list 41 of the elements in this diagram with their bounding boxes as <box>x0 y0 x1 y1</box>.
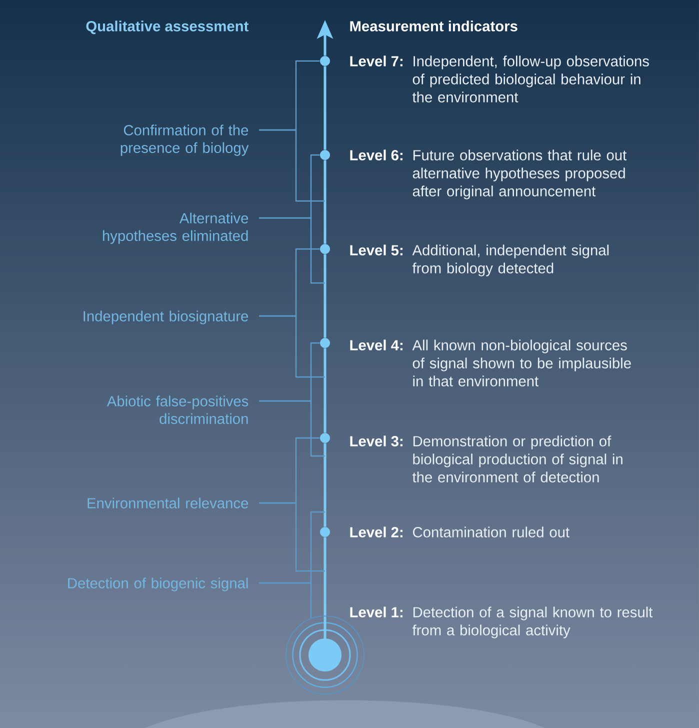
level-description: Detection of a signal known to result from a biological activity <box>412 606 653 638</box>
level-description: Contamination ruled out <box>413 526 570 538</box>
criterion-label: Abiotic false-positives discrimination <box>106 396 248 424</box>
level-description: Additional, independent signal from biology detected <box>412 244 609 276</box>
marker-dot <box>320 56 330 66</box>
axis-line <box>324 348 326 433</box>
level-label: Level 5: <box>350 244 402 256</box>
bracket-line <box>259 502 325 572</box>
level-label: Level 6: <box>350 150 402 160</box>
marker-dot <box>320 150 330 160</box>
bracket-line <box>259 217 325 284</box>
column-heading: Measurement indicators <box>350 20 518 32</box>
criterion-label: Alternative hypotheses eliminated <box>103 212 248 244</box>
marker-dot <box>320 338 330 348</box>
criterion-label: Detection of biogenic signal <box>68 578 248 592</box>
axis-line <box>324 443 326 527</box>
level-description: All known non-biological sources of signal shown to be implausible in that environment <box>412 340 631 386</box>
bracket-line <box>259 315 325 378</box>
axis-line <box>324 66 326 150</box>
criterion-label: Independent biosignature <box>84 310 248 324</box>
level-label: Level 7: <box>350 56 402 66</box>
marker-dot <box>320 244 330 254</box>
level-description: Independent, follow-up observations of predicted biological behaviour in the environment <box>412 56 649 102</box>
axis-line <box>324 537 326 616</box>
level-label: Level 3: <box>350 436 402 446</box>
marker-dot <box>320 527 330 537</box>
column-heading: Qualitative assessment <box>86 20 249 34</box>
level-description: Demonstration or prediction of biological production of signal in the environment of detection <box>412 436 622 482</box>
level-label: Level 4: <box>350 340 402 350</box>
bracket-line <box>259 129 325 202</box>
bracket-line <box>259 511 325 584</box>
axis-line <box>324 254 326 338</box>
criterion-label: Confirmation of the presence of biology <box>120 124 249 156</box>
axis-line <box>324 160 326 244</box>
criterion-label: Environmental relevance <box>88 498 248 508</box>
level-description: Future observations that rule out alternative hypotheses proposed after original announcement <box>412 150 627 200</box>
level-label: Level 1: <box>350 606 402 618</box>
bracket-line <box>259 400 325 457</box>
level-label: Level 2: <box>350 526 402 538</box>
marker-dot <box>320 433 330 443</box>
target-marker <box>286 616 364 694</box>
